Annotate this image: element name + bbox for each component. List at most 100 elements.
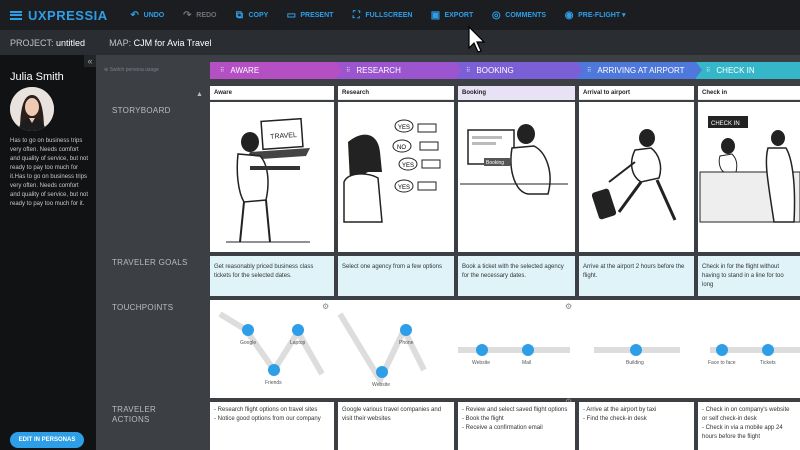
stage-chevron — [336, 62, 342, 78]
redo-button[interactable]: ↷REDO — [182, 9, 216, 21]
building-icon[interactable] — [630, 344, 642, 356]
phone-icon[interactable] — [400, 324, 412, 336]
mail-icon[interactable] — [522, 344, 534, 356]
stage-checkin[interactable]: ⠿ CHECK IN — [696, 62, 800, 79]
stage-aware[interactable]: ⠿AWARE — [210, 62, 336, 79]
touchpoint-label: Google — [240, 340, 256, 346]
storyboard-image-booking[interactable]: Booking — [458, 102, 575, 252]
collapse-row-icon[interactable]: ▲ — [196, 91, 203, 98]
stage-label: CHECK IN — [716, 66, 755, 75]
action-item: - Book the flight — [462, 416, 504, 422]
goal-cell[interactable]: Book a ticket with the selected agency f… — [458, 256, 575, 296]
row-label-storyboard: STORYBOARD — [112, 106, 171, 115]
redo-icon: ↷ — [183, 9, 192, 21]
storyboard-image-aware[interactable]: TRAVEL — [210, 102, 334, 252]
persona-switch-hint[interactable]: ⊕ Switch persona usage — [104, 67, 159, 73]
row-label-actions-2: ACTIONS — [112, 415, 150, 424]
touchpoint-label: Laptop — [290, 340, 306, 346]
column-header[interactable]: Booking — [458, 86, 575, 100]
stage-research[interactable]: ⠿ RESEARCH — [336, 62, 456, 79]
edit-in-personas-button[interactable]: EDIT IN PERSONAS — [10, 432, 84, 448]
fullscreen-button[interactable]: ⛶FULLSCREEN — [351, 10, 413, 21]
google-icon[interactable] — [242, 324, 254, 336]
gear-icon[interactable]: ⚙ — [565, 397, 572, 406]
website-icon[interactable] — [376, 366, 388, 378]
gear-icon[interactable]: ⚙ — [322, 302, 330, 311]
row-labels: ⊕ Switch persona usage ▲ STORYBOARD TRAV… — [96, 55, 210, 450]
stage-booking[interactable]: ⠿BOOKING — [456, 62, 577, 79]
goal-cell[interactable]: Get reasonably priced business class tic… — [210, 256, 334, 296]
touchpoint-label: Phone — [399, 340, 414, 346]
yes-bubble-text: YES — [398, 185, 410, 191]
action-item: - Check in via a mobile app 24 hours bef… — [702, 425, 783, 440]
gear-icon[interactable]: ⚙ — [565, 302, 573, 311]
comments-button[interactable]: ◎COMMENTS — [491, 10, 546, 21]
actions-cell[interactable]: - Arrive at the airport by taxi - Find t… — [579, 402, 694, 450]
present-button[interactable]: ▭PRESENT — [286, 9, 334, 21]
undo-icon: ↶ — [130, 9, 139, 21]
persona-description: Has to go on business trips very often. … — [10, 138, 89, 207]
collapse-panel-button[interactable]: « — [84, 55, 96, 67]
actions-cell[interactable]: - Research flight options on travel site… — [210, 402, 334, 450]
actions-cell[interactable]: Google various travel companies and visi… — [338, 402, 454, 450]
tickets-icon[interactable] — [762, 344, 774, 356]
column-header[interactable]: Arrival to airport — [579, 86, 694, 100]
stage-label: RESEARCH — [356, 66, 401, 75]
action-item: - Notice good options from our company — [214, 416, 321, 422]
touchpoint-label: Friends — [265, 380, 282, 386]
stage-chevron — [577, 62, 583, 78]
goal-cell[interactable]: Arrive at the airport 2 hours before the… — [579, 256, 694, 296]
drag-handle-icon[interactable]: ⠿ — [587, 68, 592, 74]
copy-icon: ⧉ — [235, 9, 244, 21]
export-icon: ▣ — [430, 9, 441, 21]
storyboard-image-research[interactable]: YES NO YES YES — [338, 102, 454, 252]
preflight-label: PRE-FLIGHT ▾ — [578, 12, 626, 19]
stage-arriving[interactable]: ⠿ARRIVING AT AIRPORT — [577, 62, 696, 79]
copy-button[interactable]: ⧉ COPY — [235, 9, 269, 21]
preflight-dropdown[interactable]: ◉PRE-FLIGHT ▾ — [564, 10, 626, 21]
project-name[interactable]: untitled — [56, 37, 86, 48]
goal-cell[interactable]: Check in for the flight without having t… — [698, 256, 800, 296]
undo-button[interactable]: ↶ UNDO — [130, 9, 165, 21]
copy-label: COPY — [248, 11, 269, 19]
column-header[interactable]: Research — [338, 86, 454, 100]
touchpoint-label: Website — [472, 360, 490, 366]
present-icon: ▭ — [286, 9, 297, 21]
touchpoints-row[interactable]: Google Laptop Friends Phone Website Webs… — [210, 300, 800, 398]
present-label: PRESENT — [300, 11, 334, 19]
drag-handle-icon[interactable]: ⠿ — [220, 68, 225, 74]
goal-cell[interactable]: Select one agency from a few options — [338, 256, 454, 296]
booking-screen-text: Booking — [486, 160, 504, 166]
project-label: PROJECT: — [10, 37, 54, 48]
drag-handle-icon[interactable]: ⠿ — [706, 68, 711, 74]
project-info: PROJECT: untitled — [10, 38, 85, 48]
yes-bubble-text: YES — [402, 163, 414, 169]
actions-cell[interactable]: - Review and select saved flight options… — [458, 402, 575, 450]
action-item: - Review and select saved flight options — [462, 407, 568, 413]
action-item: - Find the check-in desk — [583, 416, 647, 422]
laptop-icon[interactable] — [292, 324, 304, 336]
actions-cell[interactable]: - Check in on company's website or self … — [698, 402, 800, 450]
drag-handle-icon[interactable]: ⠿ — [466, 68, 471, 74]
stage-chevron — [696, 62, 702, 78]
column-header[interactable]: Check in — [698, 86, 800, 100]
action-item: - Arrive at the airport by taxi — [583, 407, 657, 413]
undo-label: UNDO — [143, 11, 165, 19]
touchpoint-label: Mail — [522, 360, 531, 366]
app-logo[interactable]: UXPRESSIA — [28, 7, 108, 23]
avatar — [10, 87, 54, 131]
action-item: - Receive a confirmation email — [462, 425, 543, 431]
storyboard-image-arriving[interactable] — [579, 102, 694, 252]
column-header[interactable]: Aware — [210, 86, 334, 100]
drag-handle-icon[interactable]: ⠿ — [346, 68, 351, 74]
face-to-face-icon[interactable] — [716, 344, 728, 356]
storyboard-image-checkin[interactable]: CHECK IN — [698, 102, 800, 252]
travel-screen-text: TRAVEL — [270, 132, 297, 141]
friends-icon[interactable] — [268, 364, 280, 376]
map-name[interactable]: CJM for Avia Travel — [133, 37, 212, 48]
export-button[interactable]: ▣EXPORT — [430, 9, 474, 21]
touchpoint-label: Face to face — [708, 360, 736, 366]
action-item: Google various travel companies and visi… — [342, 407, 442, 422]
menu-icon[interactable] — [10, 10, 22, 20]
website-icon[interactable] — [476, 344, 488, 356]
